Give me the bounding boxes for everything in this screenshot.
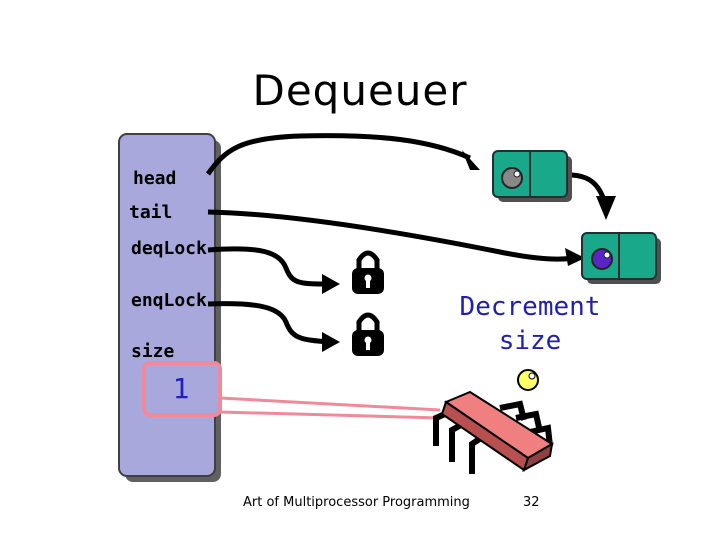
- page-number: 32: [523, 495, 540, 510]
- head-pointer: [205, 133, 472, 176]
- footer-text: Art of Multiprocessor Programming: [243, 495, 470, 510]
- next-arrowhead: [596, 196, 616, 220]
- field-enqlock: enqLock: [131, 290, 207, 311]
- thread-link-lower: [219, 410, 441, 420]
- enqlock-pointer: [207, 301, 331, 345]
- node1-value-ball: [501, 167, 523, 189]
- deqlock-pointer: [207, 246, 331, 287]
- tail-pointer: [207, 209, 576, 262]
- deq-lock-icon: [352, 250, 384, 294]
- field-size: size: [131, 341, 175, 362]
- deqlock-arrowhead: [322, 274, 340, 294]
- tail-arrowhead: [565, 248, 585, 266]
- size-value: 1: [172, 372, 190, 405]
- field-head: head: [133, 168, 177, 189]
- slide-title: Dequeuer: [252, 66, 468, 115]
- enq-lock-icon: [352, 312, 384, 356]
- enqlock-arrowhead: [322, 332, 340, 352]
- head-arrowhead: [462, 150, 480, 170]
- node2-value-ball: [591, 248, 613, 270]
- thread-bug-icon: [433, 369, 554, 474]
- decrement-annotation: Decrement size: [440, 290, 620, 358]
- decrement-line2: size: [498, 326, 562, 356]
- decrement-line1: Decrement: [459, 292, 601, 322]
- node2-ball-highlight: [603, 251, 611, 259]
- field-deqlock: deqLock: [131, 238, 207, 259]
- node1-ball-highlight: [513, 170, 521, 178]
- size-highlight-box: [142, 361, 222, 417]
- field-tail: tail: [129, 202, 173, 223]
- thread-link-upper: [219, 396, 441, 412]
